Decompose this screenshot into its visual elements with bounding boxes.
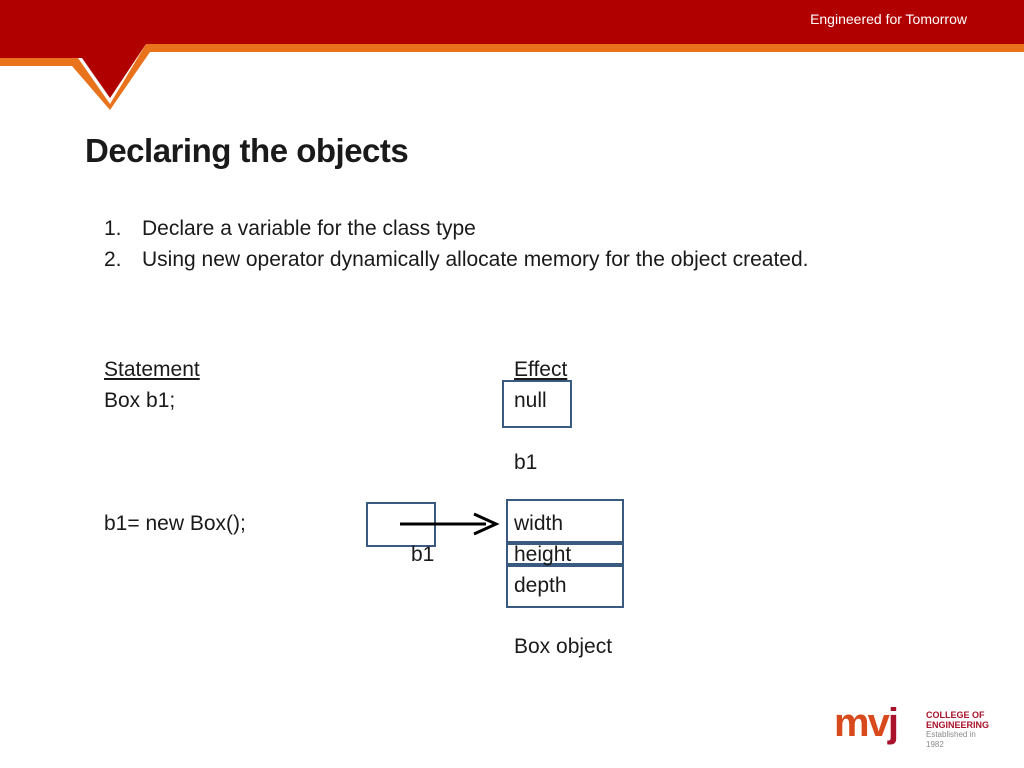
step-text: Using new operator dynamically allocate … [142,248,809,271]
object-label: Box object [514,635,613,658]
field-height: height [514,543,572,566]
banner-orange-stripe [0,44,1024,110]
step-text: Declare a variable for the class type [142,217,476,240]
field-box-height [506,543,624,565]
header-tagline: Engineered for Tomorrow [810,11,967,27]
reference-arrow [400,512,500,536]
arrow-head [473,512,500,536]
logo-mark-j: j [887,701,899,745]
step-number: 2. [104,248,122,271]
slide-title: Declaring the objects [85,132,409,169]
field-box-width [506,499,624,543]
banner-red-band [0,0,1024,98]
logo-line2: ENGINEERING [926,720,990,730]
college-logo: mvj COLLEGE OF ENGINEERING Established i… [834,700,994,750]
logo-line3: Established in 1982 [926,730,976,749]
step-number: 1. [104,217,122,240]
logo-line1: COLLEGE OF [926,710,985,720]
statement-header: Statement [104,358,200,381]
logo-mark: mvj [834,700,899,746]
logo-mark-mv: mv [834,701,890,745]
logo-text: COLLEGE OF ENGINEERING Established in 19… [926,710,994,750]
field-width: width [514,512,564,535]
effect-header: Effect [514,358,568,381]
reference-label-b1: b1 [514,451,538,474]
step-item: 1. Declare a variable for the class type [104,213,808,244]
reference-label-b1-new: b1 [411,543,435,566]
steps-list: 1.Declare a variable for the class type … [104,213,808,275]
null-value: null [514,389,547,412]
step-item: 2. Using new operator dynamically allocat… [104,244,808,275]
field-box-depth [506,565,624,608]
field-depth: depth [514,574,567,597]
statement-declare: Box b1; [104,389,176,412]
header-banner [0,0,1024,110]
null-reference-box [502,380,572,428]
statement-new: b1= new Box(); [104,512,246,535]
